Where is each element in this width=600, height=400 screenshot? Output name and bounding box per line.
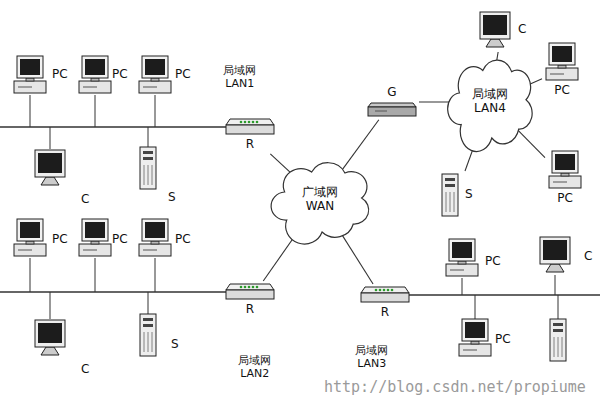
server-icon	[140, 314, 156, 356]
network-link	[517, 129, 545, 157]
pc-icon	[139, 56, 171, 93]
drop-line	[155, 258, 156, 292]
drop-line	[148, 292, 149, 314]
drop-line	[50, 127, 51, 149]
drop-line	[148, 127, 149, 147]
device-label: PC	[175, 68, 191, 82]
router: R	[360, 286, 410, 320]
server-icon	[440, 173, 460, 217]
router: R	[225, 283, 275, 317]
server: S	[440, 173, 473, 217]
network-name: 局域网 LAN1	[220, 65, 260, 90]
device-label: PC	[52, 68, 68, 82]
drop-line	[30, 95, 31, 127]
pc-icon	[14, 219, 46, 256]
node-label: C	[518, 23, 526, 37]
server-icon	[550, 319, 566, 361]
node-label: PC	[554, 84, 570, 98]
device-label: S	[168, 191, 176, 205]
node-label: R	[381, 306, 389, 320]
gateway-icon	[367, 102, 417, 118]
device-label: PC	[112, 233, 128, 247]
device-label: PC	[495, 333, 511, 347]
router-icon	[360, 286, 410, 304]
computer-icon	[35, 150, 65, 185]
device-label: PC	[175, 233, 191, 247]
computer-icon	[540, 237, 570, 272]
router: R	[225, 118, 275, 152]
drop-line	[555, 275, 556, 295]
router-icon	[225, 118, 275, 136]
bus-line	[0, 126, 226, 127]
device-label: C	[81, 193, 89, 207]
pc-icon	[79, 219, 111, 256]
pc-icon	[547, 150, 583, 190]
router-icon	[225, 283, 275, 301]
pc-icon	[79, 56, 111, 93]
watermark: http://blog.csdn.net/propiume	[324, 379, 586, 396]
device-label: C	[584, 250, 592, 264]
bus-line	[409, 294, 600, 295]
computer-icon	[35, 320, 65, 355]
drop-line	[475, 295, 476, 319]
node-label: R	[246, 303, 254, 317]
device-label: PC	[112, 68, 128, 82]
pc: PC	[547, 150, 583, 206]
device-label: PC	[485, 255, 501, 269]
device-label: PC	[52, 233, 68, 247]
network-link	[419, 101, 451, 102]
drop-line	[95, 95, 96, 127]
node-label: G	[387, 86, 396, 100]
server-icon	[140, 147, 156, 189]
node-label: R	[246, 138, 254, 152]
network-name: 局域网 LAN2	[235, 355, 275, 380]
drop-line	[462, 278, 463, 295]
pc-icon	[139, 219, 171, 256]
node-label: 广域网 WAN	[298, 186, 341, 214]
network-name: 局域网 LAN3	[352, 345, 392, 370]
drop-line	[50, 292, 51, 319]
drop-line	[558, 295, 559, 319]
pc: PC	[544, 42, 580, 98]
lan-cloud: 局域网 LAN4	[445, 57, 535, 147]
computer: C	[477, 10, 526, 50]
device-label: S	[171, 338, 179, 352]
node-label: 局域网 LAN4	[468, 88, 511, 116]
bus-line	[0, 291, 226, 292]
wan-cloud: 广域网 WAN	[268, 160, 372, 240]
network-link	[342, 120, 379, 171]
node-label: S	[465, 188, 473, 202]
pc-icon	[459, 319, 491, 356]
drop-line	[30, 258, 31, 292]
drop-line	[95, 258, 96, 292]
device-label: C	[81, 363, 89, 377]
pc-icon	[446, 239, 478, 276]
computer-icon	[477, 10, 513, 50]
node-label: PC	[557, 192, 573, 206]
pc-icon	[544, 42, 580, 82]
pc-icon	[14, 56, 46, 93]
drop-line	[155, 95, 156, 127]
network-link	[339, 230, 373, 284]
network-link	[270, 154, 292, 174]
gateway: G	[367, 86, 417, 118]
